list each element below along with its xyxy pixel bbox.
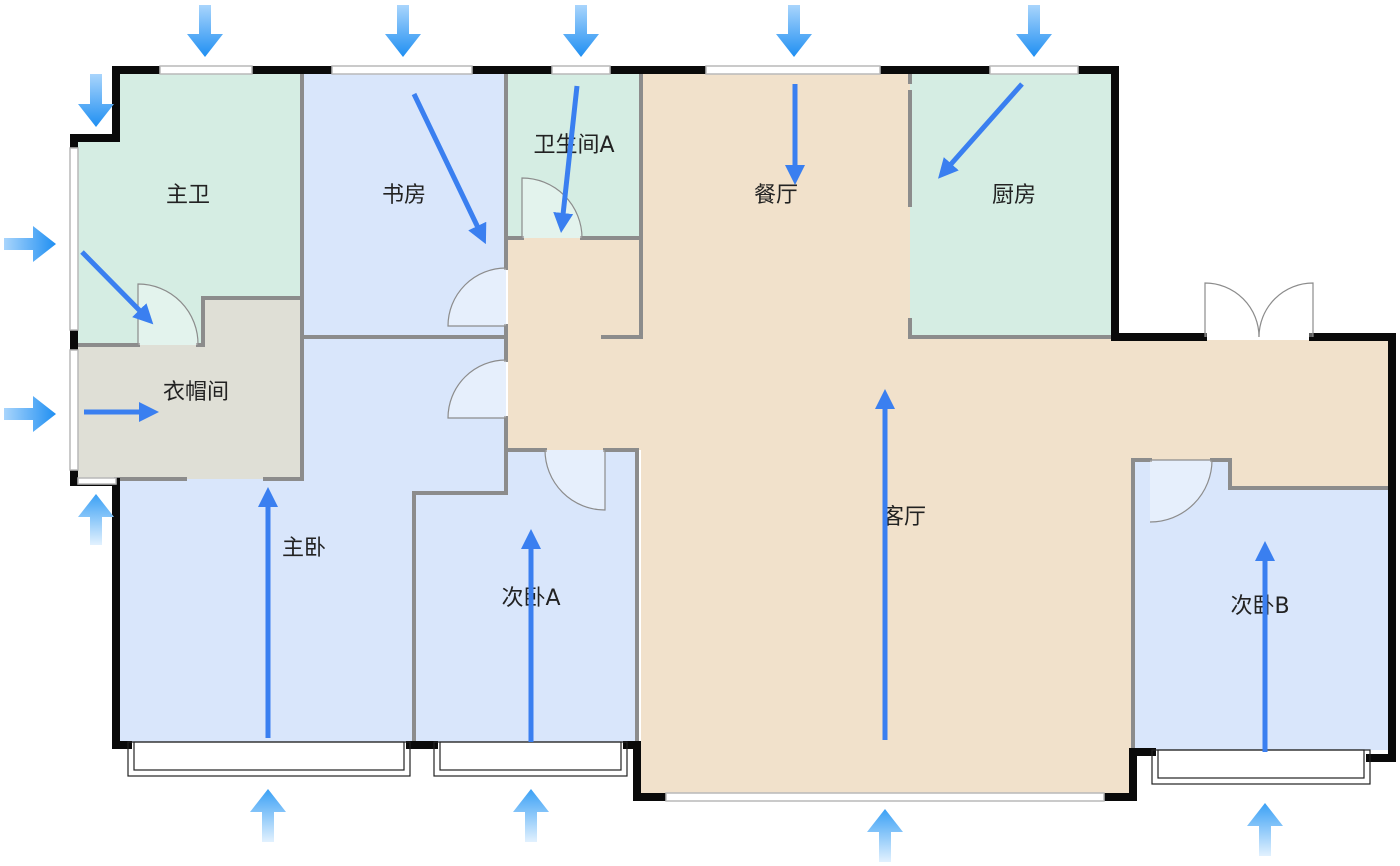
- window-top-3: [551, 65, 611, 75]
- window-top-2: [331, 65, 473, 75]
- airflow-arrow-icon: [80, 250, 154, 325]
- master-bath-area: [78, 72, 302, 345]
- door-balcony-left: [1204, 282, 1260, 338]
- label-living-room: 客厅: [882, 505, 926, 530]
- wind-entry-arrow-icon: [78, 74, 114, 127]
- kitchen-area: [910, 72, 1115, 337]
- room-fills: [78, 72, 1390, 795]
- wind-entry-arrows: [4, 5, 1283, 862]
- label-dining: 餐厅: [754, 183, 798, 208]
- windows: [69, 65, 1105, 802]
- window-top-5: [989, 65, 1079, 75]
- airflow-arrow-icon: [938, 82, 1024, 179]
- airflow-arrow-icon: [553, 85, 580, 233]
- window-closet-bottom: [77, 477, 117, 485]
- wind-entry-arrow-icon: [4, 396, 56, 432]
- label-master-bedroom: 主卧: [282, 536, 326, 561]
- bay-windows: [127, 741, 1371, 785]
- door-master-bath: [137, 283, 199, 346]
- label-kitchen: 厨房: [992, 183, 1036, 208]
- label-master-bath: 主卫: [166, 183, 210, 208]
- door-balcony-right: [1258, 282, 1314, 338]
- label-bedroom-b: 次卧B: [1230, 594, 1289, 619]
- wind-entry-arrow-icon: [867, 809, 903, 862]
- wind-entry-arrow-icon: [78, 494, 114, 545]
- wind-entry-arrow-icon: [776, 5, 812, 57]
- dining-living-area: [508, 72, 1390, 795]
- bedroom-b-area: [1133, 460, 1390, 750]
- study-area: [302, 72, 506, 337]
- window-left-2: [69, 349, 79, 471]
- closet-upper-area: [203, 298, 302, 345]
- label-walk-in-closet: 衣帽间: [163, 380, 229, 405]
- window-top-4: [705, 65, 881, 75]
- exterior-walls: [70, 66, 1396, 801]
- airflow-arrows: [80, 82, 1275, 752]
- bedroom-a-area: [414, 450, 637, 742]
- wind-entry-arrow-icon: [1247, 803, 1283, 856]
- wind-entry-arrow-icon: [4, 226, 56, 262]
- wind-entry-arrow-icon: [563, 5, 599, 57]
- airflow-arrow-icon: [411, 92, 487, 245]
- interior-walls: [76, 70, 1392, 752]
- bay-window-master: [127, 741, 411, 777]
- door-master-bedroom: [447, 359, 507, 419]
- doors: [137, 177, 1314, 523]
- wind-entry-arrow-icon: [250, 789, 286, 842]
- label-study: 书房: [382, 183, 426, 208]
- window-bottom-living: [665, 792, 1105, 802]
- wind-entry-arrow-icon: [513, 789, 549, 842]
- label-bathroom-a: 卫生间A: [533, 133, 614, 158]
- wind-entry-arrow-icon: [187, 5, 223, 57]
- door-bedroom-b: [1149, 459, 1213, 523]
- bay-window-bedroom-a: [433, 741, 628, 777]
- door-bedroom-a: [544, 449, 606, 511]
- door-study: [447, 267, 507, 327]
- bay-window-bedroom-b: [1151, 749, 1371, 785]
- window-left-1: [69, 147, 79, 331]
- wind-entry-arrow-icon: [1016, 5, 1052, 57]
- master-bedroom-area: [116, 337, 506, 742]
- wind-entry-arrow-icon: [385, 5, 421, 57]
- window-top-1: [159, 65, 253, 75]
